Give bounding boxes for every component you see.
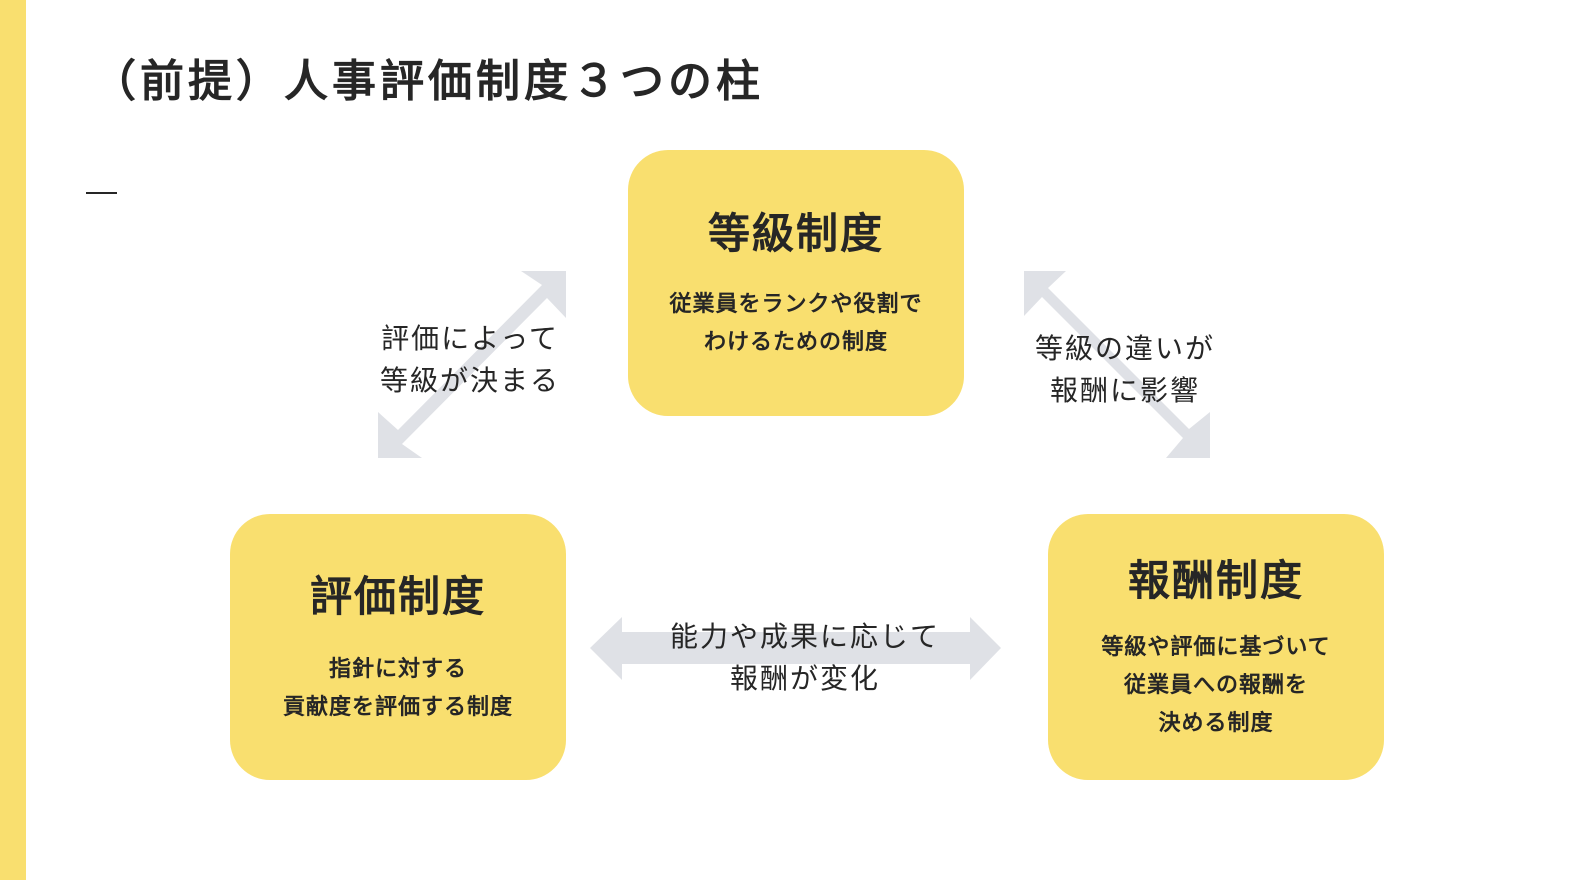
card-description: 等級や評価に基づいて 従業員への報酬を 決める制度 [1101,635,1331,736]
card-evaluation-system: 評価制度 指針に対する 貢献度を評価する制度 [230,514,566,780]
relation-label-eval-reward: 能力や成果に応じて 報酬が変化 [669,620,940,695]
accent-bar [0,0,26,880]
card-description: 従業員をランクや役割で わけるための制度 [669,292,923,355]
double-arrow-left-diagonal [378,271,566,458]
title-underline [86,192,117,194]
double-arrow-horizontal [590,617,1001,680]
card-description: 指針に対する 貢献度を評価する制度 [282,657,513,720]
card-grade-system: 等級制度 従業員をランクや役割で わけるための制度 [628,150,964,416]
page-title: （前提）人事評価制度３つの柱 [92,56,764,107]
relation-label-eval-grade: 評価によって 等級が決まる [379,322,560,397]
card-title: 報酬制度 [1127,556,1304,605]
double-arrow-right-diagonal [1024,271,1210,458]
card-reward-system: 報酬制度 等級や評価に基づいて 従業員への報酬を 決める制度 [1048,514,1384,780]
card-title: 評価制度 [309,572,486,621]
relation-label-grade-reward: 等級の違いが 報酬に影響 [1034,332,1215,407]
card-title: 等級制度 [707,209,884,258]
